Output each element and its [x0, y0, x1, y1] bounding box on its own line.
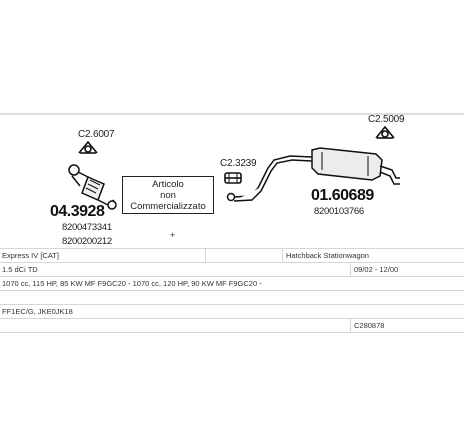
not-available-box: Articolo non Commercializzato	[122, 176, 214, 214]
not-available-line-2: non	[160, 189, 176, 201]
clamp-mid-ref: C2.3239	[220, 158, 257, 169]
model-name: Express IV [CAT]	[2, 251, 59, 260]
clamp-left-icon	[78, 140, 98, 154]
clamp-mid-icon	[224, 172, 242, 184]
exhaust-diagram: C2.6007 C2.3239 C2.5009 04.3928 82004733…	[0, 113, 464, 247]
table-row-specs: 1070 cc, 115 HP, 85 KW MF F9GC20 - 1070 …	[0, 277, 464, 291]
column-divider	[350, 319, 351, 332]
not-available-line-3: Commercializzato	[130, 200, 206, 212]
catalyst-icon	[68, 164, 117, 210]
production-years: 09/02 - 12/00	[354, 265, 399, 274]
table-row-codes: FF1EC/G, JKE0JK18	[0, 305, 464, 319]
clamp-left-ref: C2.6007	[78, 129, 115, 140]
catalyst-oem-number-1: 8200473341	[62, 222, 112, 233]
catalyst-oem-number-2: 8200200212	[62, 236, 112, 247]
clamp-right-icon	[375, 125, 395, 139]
column-divider	[282, 249, 283, 262]
not-available-line-1: Articolo	[152, 178, 184, 190]
diagram-artwork	[0, 113, 464, 210]
marker-plus: +	[170, 230, 176, 240]
catalog-code: C280878	[354, 321, 385, 330]
column-divider	[205, 249, 206, 262]
table-row-catalog: C280878	[0, 319, 464, 333]
table-row-spacer	[0, 291, 464, 305]
table-row-model: Express IV [CAT] Hatchback Stationwagon	[0, 248, 464, 263]
engine-type: 1.5 dCi TD	[2, 265, 38, 274]
column-divider	[350, 263, 351, 276]
body-type: Hatchback Stationwagon	[286, 251, 369, 260]
rear-silencer-icon	[226, 147, 400, 202]
engine-codes: FF1EC/G, JKE0JK18	[2, 307, 73, 316]
clamp-right-ref: C2.5009	[368, 114, 405, 125]
vehicle-info-table: Express IV [CAT] Hatchback Stationwagon …	[0, 248, 464, 333]
rear-silencer-part-number: 01.60689	[311, 187, 374, 204]
rear-silencer-oem-number: 8200103766	[314, 206, 364, 217]
engine-specs: 1070 cc, 115 HP, 85 KW MF F9GC20 - 1070 …	[2, 279, 262, 288]
table-row-engine: 1.5 dCi TD 09/02 - 12/00	[0, 263, 464, 277]
catalyst-part-number: 04.3928	[50, 203, 105, 220]
